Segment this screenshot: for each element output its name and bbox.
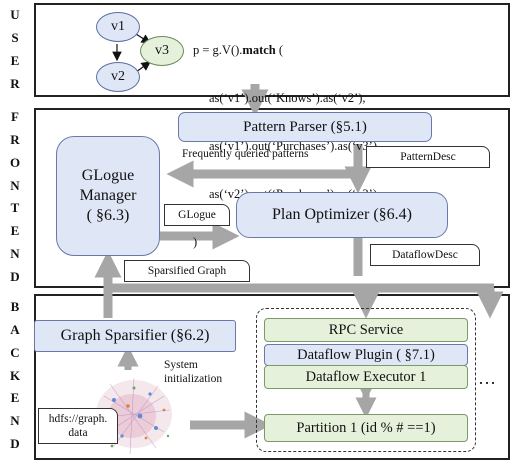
node-v1: v1: [96, 12, 140, 42]
side-letter: D: [10, 436, 20, 452]
side-letter: E: [10, 223, 20, 239]
side-letter: N: [10, 246, 20, 262]
side-letter: N: [10, 413, 20, 429]
glogue-line: Manager: [79, 187, 137, 204]
side-letter: E: [10, 390, 20, 406]
glogue-line: GLogue: [81, 167, 135, 184]
glogue-manager: GLogue Manager ( §6.3): [56, 136, 160, 256]
side-letter: C: [10, 344, 20, 360]
side-letter: S: [11, 29, 19, 45]
user-label: U S E R: [4, 6, 26, 93]
node-v2: v2: [96, 62, 140, 92]
plan-optimizer: Plan Optimizer (§6.4): [236, 192, 448, 238]
system-initialization-label: System initialization: [164, 358, 222, 386]
code-line-2: as(‘v1’).out(‘Knows’).as(‘v2’),: [209, 91, 366, 105]
hdfs-line: data: [68, 427, 88, 439]
worker-group: [256, 308, 476, 452]
side-letter: D: [10, 268, 20, 284]
hdfs-line: hdfs://graph.: [48, 413, 108, 425]
pattern-desc-note: PatternDesc: [366, 146, 490, 168]
more-workers-ellipsis: …: [478, 368, 496, 388]
code-line-1: p = g.V().match (: [193, 43, 284, 57]
side-letter: K: [9, 367, 21, 383]
side-letter: F: [11, 109, 19, 124]
node-label: v1: [111, 19, 125, 34]
glogue-note: GLogue: [164, 204, 230, 226]
side-letter: A: [10, 321, 20, 337]
side-letter: R: [10, 131, 20, 147]
backend-label: B A C K E N D: [4, 298, 26, 454]
node-v3: v3: [140, 36, 184, 66]
dataflow-executor: Dataflow Executor 1: [264, 365, 468, 389]
node-label: v3: [155, 43, 169, 58]
hdfs-note: hdfs://graph. data: [38, 408, 118, 444]
frontend-label: F R O N T E N D: [4, 108, 26, 287]
side-letter: T: [10, 200, 20, 216]
side-letter: R: [10, 75, 20, 91]
partition: Partition 1 (id % # ==1): [264, 414, 468, 442]
node-label: v2: [111, 69, 125, 84]
sys-line: System: [164, 359, 198, 371]
code-line-5: ): [193, 235, 198, 249]
side-letter: N: [10, 177, 20, 193]
code-line-3: as(‘v1’).out(‘Purchases’).as(‘v3’),: [209, 139, 381, 153]
glogue-line: ( §6.3): [86, 207, 130, 224]
dataflow-plugin: Dataflow Plugin ( §7.1): [264, 344, 468, 366]
pattern-parser: Pattern Parser (§5.1): [178, 112, 432, 142]
sparsified-graph-note: Sparsified Graph: [124, 260, 250, 282]
dataflow-desc-note: DataflowDesc: [370, 244, 480, 266]
side-letter: O: [9, 154, 21, 170]
side-letter: U: [10, 7, 20, 22]
frequently-queried-label: Frequently queried patterns: [182, 148, 309, 160]
side-letter: E: [10, 52, 20, 68]
sys-line: initialization: [164, 373, 223, 385]
rpc-service: RPC Service: [264, 318, 468, 342]
graph-sparsifier: Graph Sparsifier (§6.2): [34, 320, 236, 352]
side-letter: B: [10, 299, 20, 314]
